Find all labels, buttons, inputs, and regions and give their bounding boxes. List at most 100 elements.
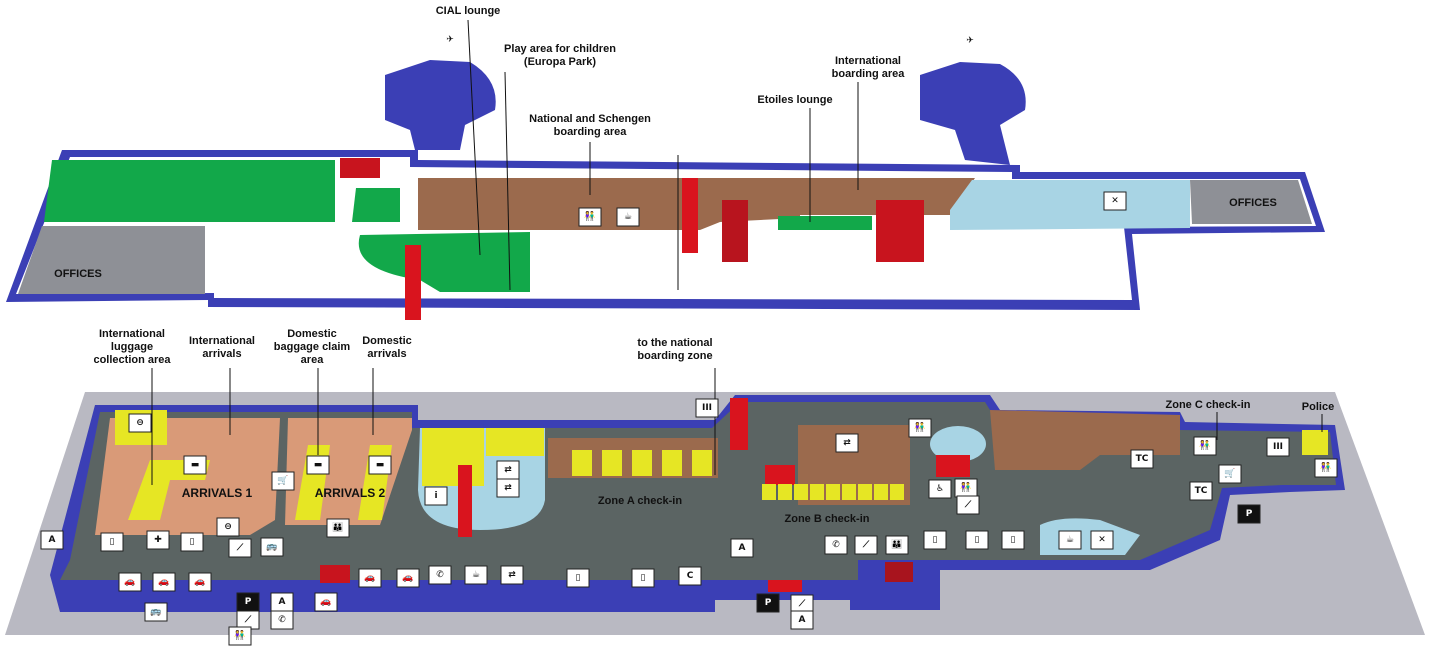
wheelchair-icon: ♿ — [928, 479, 952, 499]
svg-text:🚗: 🚗 — [320, 597, 331, 607]
escalator-icon: ⟋ — [956, 495, 980, 515]
phone-icon: ✆ — [824, 535, 848, 555]
label-intl-luggage: luggage — [111, 341, 153, 353]
label-zone-c: Zone C check-in — [1166, 399, 1251, 411]
cart-icon: 🛒 — [1218, 464, 1242, 484]
label-intl-arrivals: International — [189, 335, 255, 347]
label-intl-luggage: International — [99, 328, 165, 340]
svg-text:✚: ✚ — [154, 535, 162, 545]
svg-text:A: A — [739, 543, 746, 553]
toilets-icon: 👫 — [578, 207, 602, 227]
tower-left — [385, 60, 496, 150]
lift-icon: ▯ — [100, 532, 124, 552]
svg-text:🚌: 🚌 — [266, 542, 277, 552]
luggage-icon: ▬ — [306, 455, 330, 475]
cafe-icon: ☕ — [464, 565, 488, 585]
play-area-children — [358, 232, 530, 292]
car-icon: 🚗 — [314, 592, 338, 612]
gates-icon: III — [1266, 437, 1290, 457]
family-icon: 👪 — [885, 535, 909, 555]
svg-text:⟋: ⟋ — [236, 542, 244, 553]
svg-text:👪: 👪 — [891, 538, 902, 550]
upper-floor — [6, 60, 1325, 320]
family-icon: 👪 — [326, 518, 350, 538]
escalator-icon: ⟋ — [236, 610, 260, 630]
phone-icon: ✆ — [270, 610, 294, 630]
first-aid-icon: ✚ — [146, 530, 170, 550]
parking-icon: P — [756, 593, 780, 613]
svg-text:▯: ▯ — [576, 573, 581, 583]
zone-b-desk — [858, 484, 872, 500]
svg-text:⊖: ⊖ — [136, 418, 144, 428]
svg-text:🚗: 🚗 — [158, 577, 169, 587]
svg-text:TC: TC — [1136, 454, 1149, 464]
svg-text:✈: ✈ — [966, 36, 974, 46]
svg-text:♿: ♿ — [936, 484, 944, 494]
zone-a-desk — [692, 450, 712, 476]
svg-text:TC: TC — [1195, 486, 1208, 496]
svg-text:A: A — [799, 615, 806, 625]
car-icon: 🚗 — [118, 572, 142, 592]
label-domestic-baggage: area — [301, 354, 325, 366]
police-area — [1302, 430, 1328, 455]
green-area-small — [352, 188, 400, 222]
svg-text:✆: ✆ — [436, 570, 444, 580]
red-escalator-d — [936, 455, 970, 477]
svg-text:▬: ▬ — [376, 460, 385, 470]
label-zone-b: Zone B check-in — [785, 513, 870, 525]
luggage-icon: ▬ — [368, 455, 392, 475]
car-icon: 🚗 — [396, 568, 420, 588]
label-intl-luggage: collection area — [93, 354, 171, 366]
svg-text:A: A — [279, 597, 286, 607]
svg-text:⇄: ⇄ — [504, 465, 512, 475]
zone-a-desk — [572, 450, 592, 476]
zone-b-desk — [826, 484, 840, 500]
zone-b-desk — [874, 484, 888, 500]
airplane-icon: ✈ — [959, 32, 981, 50]
offices-right-area — [1190, 180, 1312, 224]
a-sign-icon: A — [270, 592, 294, 612]
label-domestic-arrivals: Domestic — [362, 335, 412, 347]
zone-a-desk — [662, 450, 682, 476]
zone-b-desk — [810, 484, 824, 500]
svg-text:👫: 👫 — [960, 481, 971, 493]
tower-right — [920, 62, 1026, 165]
svg-text:▯: ▯ — [933, 535, 938, 545]
leader-line — [504, 71, 511, 291]
red-escalator-a — [458, 465, 472, 537]
svg-text:A: A — [49, 535, 56, 545]
restaurant-icon: ✕ — [1090, 530, 1114, 550]
international-boarding-area — [800, 178, 975, 215]
svg-text:⇄: ⇄ — [504, 483, 512, 493]
svg-text:⟋: ⟋ — [798, 598, 806, 609]
lower-floor — [5, 392, 1425, 635]
svg-text:🚗: 🚗 — [364, 573, 375, 583]
parking-icon: P — [236, 592, 260, 612]
svg-text:⊖: ⊖ — [224, 522, 232, 532]
svg-text:P: P — [245, 597, 252, 607]
svg-text:✈: ✈ — [446, 35, 454, 45]
exchange-icon: ⇄ — [496, 460, 520, 480]
svg-text:✆: ✆ — [832, 540, 840, 550]
phone-icon: ✆ — [428, 565, 452, 585]
c-sign-icon: C — [678, 566, 702, 586]
lift-icon: ▯ — [923, 530, 947, 550]
label-domestic-baggage: Domestic — [287, 328, 337, 340]
car-icon: 🚗 — [152, 572, 176, 592]
label-police: Police — [1302, 401, 1334, 413]
red-escalator-b — [730, 398, 748, 450]
cart-icon: 🛒 — [271, 471, 295, 491]
svg-text:🚗: 🚗 — [194, 577, 205, 587]
red-escalator-c — [765, 465, 795, 485]
escalator-icon: ⟋ — [228, 538, 252, 558]
red-stairs-3 — [722, 200, 748, 262]
red-stairs-4 — [876, 200, 924, 262]
a-sign-icon: A — [790, 610, 814, 630]
toilets-icon: 👫 — [954, 478, 978, 498]
yellow-block-a1 — [422, 428, 484, 486]
tc-icon: TC — [1189, 481, 1213, 501]
svg-text:⟋: ⟋ — [244, 614, 252, 625]
lift-icon: ▯ — [180, 532, 204, 552]
toilets-icon: 👫 — [1314, 458, 1338, 478]
